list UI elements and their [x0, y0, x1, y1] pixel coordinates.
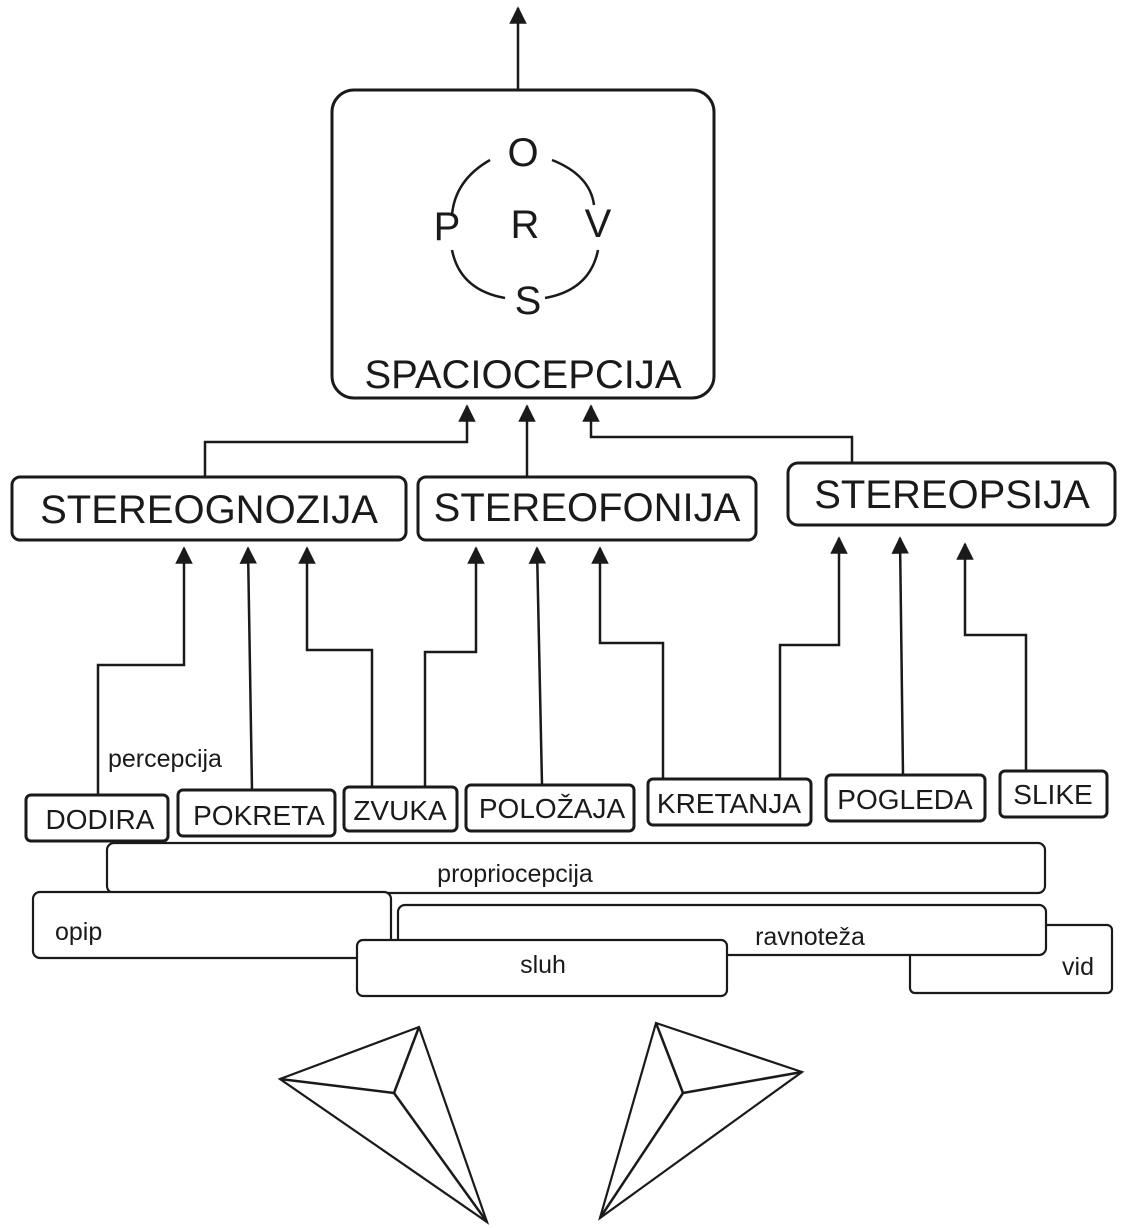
slike-label: SLIKE	[1013, 779, 1092, 810]
spaciocepcija-box: SPACIOCEPCIJA	[330, 88, 716, 400]
hearing-bar: sluh	[355, 938, 729, 998]
pogleda-label: POGLEDA	[837, 784, 973, 815]
stereognozija-box: STEREOGNOZIJA	[10, 475, 408, 542]
pokreta-label: POKRETA	[193, 800, 325, 831]
kretanja-box: KRETANJA	[646, 777, 813, 827]
zvuka-box: ZVUKA	[342, 785, 459, 833]
arrow-kretanja-stereopsija	[778, 536, 848, 785]
stereofonija-box: STEREOFONIJA	[416, 475, 758, 542]
touch-bar: opip	[31, 890, 393, 960]
spaciocepcija-label: SPACIOCEPCIJA	[364, 353, 681, 397]
vision-label: vid	[1062, 953, 1094, 981]
dodira-label: DODIRA	[46, 804, 155, 835]
touch-label: opip	[55, 918, 102, 946]
dodira-box: DODIRA	[24, 793, 170, 843]
proprioception-bar: propriocepcija	[105, 841, 1047, 895]
right-pyramid-figure	[598, 1021, 805, 1221]
prvs-cycle: O P R V S	[434, 131, 612, 323]
cycle-o: O	[507, 131, 538, 175]
zvuka-label: ZVUKA	[353, 795, 447, 826]
connector-stereopsija	[582, 404, 854, 468]
percepcija-label: percepcija	[108, 745, 222, 773]
stereognozija-label: STEREOGNOZIJA	[40, 488, 378, 532]
pokreta-box: POKRETA	[176, 788, 337, 838]
connector-stereognozija	[203, 404, 476, 478]
arrow-zvuka-stereofonija	[423, 546, 485, 798]
arrow-kretanja-stereofonija	[591, 546, 665, 785]
arrow-dodira	[96, 546, 193, 795]
cycle-r: R	[511, 203, 540, 247]
stereofonija-label: STEREOFONIJA	[434, 486, 741, 530]
arrow-polozaja	[528, 546, 547, 786]
arrow-pokreta	[239, 546, 258, 791]
stereopsija-label: STEREOPSIJA	[814, 473, 1090, 517]
cycle-v: V	[585, 202, 612, 246]
arrow-zvuka	[298, 546, 374, 798]
polozaja-box: POLOŽAJA	[464, 783, 636, 833]
kretanja-label: KRETANJA	[657, 788, 801, 819]
arrow-pogleda	[891, 536, 909, 776]
left-pyramid-figure	[277, 1025, 490, 1225]
arrow-slike	[956, 542, 1028, 775]
cycle-s: S	[515, 279, 542, 323]
stereopsija-box: STEREOPSIJA	[786, 461, 1117, 527]
polozaja-label: POLOŽAJA	[479, 793, 626, 824]
cycle-p: P	[434, 205, 461, 249]
hearing-label: sluh	[520, 951, 566, 979]
balance-label: ravnoteža	[755, 923, 865, 951]
slike-box: SLIKE	[998, 769, 1109, 819]
pogleda-box: POGLEDA	[824, 773, 987, 823]
proprioception-label: propriocepcija	[437, 860, 593, 888]
